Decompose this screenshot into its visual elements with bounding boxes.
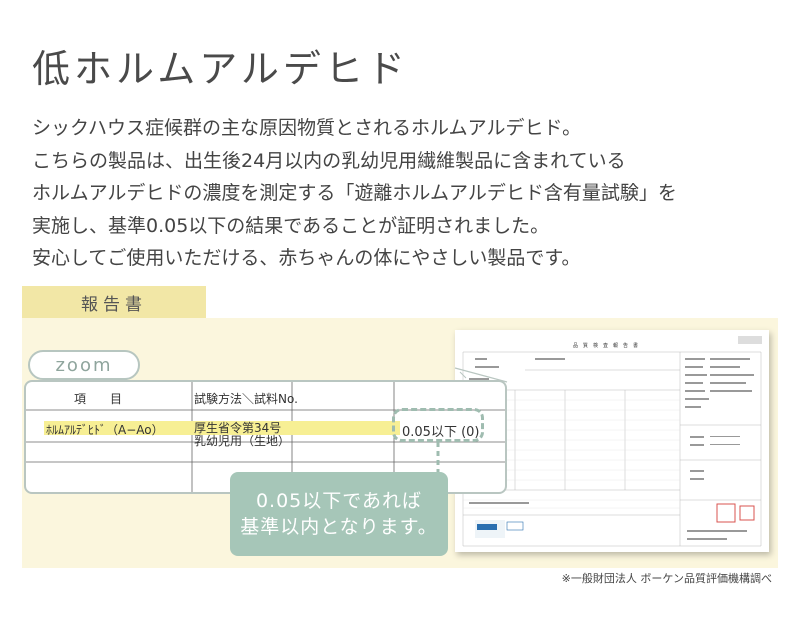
description: シックハウス症候群の主な原因物質とされるホルムアルデヒド。 こちらの製品は、出生…: [32, 112, 772, 275]
callout-line: 0.05以下であれば: [255, 490, 423, 512]
description-line: ホルムアルデヒドの濃度を測定する「遊離ホルムアルデヒド含有量試験」を: [32, 182, 677, 204]
callout-box: 0.05以下であれば 基準以内となります。: [230, 472, 448, 556]
report-document-heading: 品 質 検 査 報 告 書: [573, 342, 638, 349]
table-row-method-sub: 乳幼児用（生地）: [194, 434, 291, 448]
page-title: 低ホルムアルデヒド: [32, 47, 409, 91]
description-line: 安心してご使用いただける、赤ちゃんの体にやさしい製品です。: [32, 247, 581, 269]
table-row-method: 厚生省令第34号: [194, 421, 282, 435]
callout-line: 基準以内となります。: [240, 516, 438, 538]
zoom-badge: zoom: [28, 350, 140, 380]
table-row-result: 0.05以下 (0): [402, 425, 480, 440]
result-highlight-box: [392, 408, 484, 442]
description-line: シックハウス症候群の主な原因物質とされるホルムアルデヒド。: [32, 117, 582, 139]
report-label: 報告書: [22, 286, 206, 318]
highlight-row: [44, 421, 400, 435]
table-header-method: 試験方法＼試料No.: [194, 392, 298, 406]
source-note: ※一般財団法人 ボーケン品質評価機構調べ: [561, 572, 772, 585]
description-line: こちらの製品は、出生後24月以内の乳幼児用繊維製品に含まれている: [32, 149, 626, 172]
table-header-item: 項 目: [74, 392, 123, 406]
description-line: 実施し、基準0.05以下の結果であることが証明されました。: [32, 214, 550, 237]
table-row-item: ﾎﾙﾑｱﾙﾃﾞﾋﾄﾞ（A−Ao）: [46, 423, 164, 437]
